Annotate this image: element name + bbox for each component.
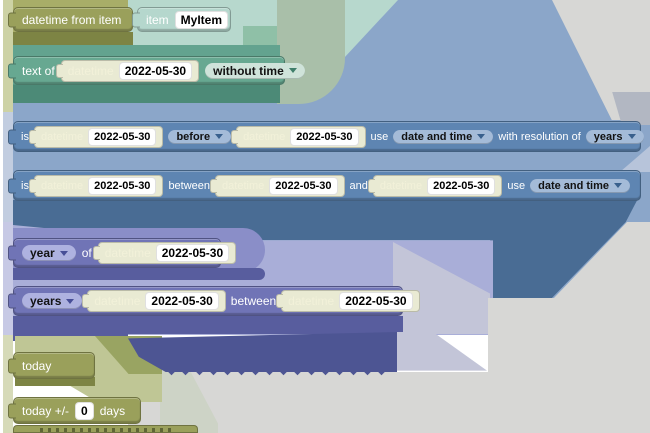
datetime-label: datetime — [222, 179, 265, 192]
dropdown-caret-icon — [477, 134, 486, 139]
dropdown-caret-icon — [215, 134, 224, 139]
datetime-subblock[interactable]: datetime 2022-05-30 — [215, 174, 345, 197]
bg-strip-blue — [3, 112, 13, 222]
bg-shape-lavender-small-wedge — [397, 332, 487, 371]
dropdown-without-time[interactable]: without time — [205, 62, 305, 79]
dropdown-caret-icon — [288, 68, 297, 73]
datetime-label: datetime — [288, 294, 335, 308]
dropdown-years[interactable]: years — [22, 293, 83, 309]
dropdown-date-and-time[interactable]: date and time — [393, 129, 494, 144]
between-label: between — [230, 294, 277, 308]
dropdown-caret-icon — [66, 298, 75, 304]
block-datetime-from-item[interactable]: datetime from item — [13, 7, 133, 32]
datetime-label: datetime — [379, 179, 423, 192]
block-label: today — [22, 358, 52, 373]
bg-shape-olive-shadow — [15, 377, 95, 386]
datetime-subblock[interactable]: datetime 2022-05-30 — [236, 125, 366, 148]
bg-shape-gray-rightcol — [488, 298, 650, 433]
bg-strip-olive — [3, 335, 13, 433]
dropdown-caret-icon — [59, 250, 68, 256]
dropdown-label: before — [176, 130, 211, 143]
date-field[interactable]: 2022-05-30 — [269, 176, 338, 195]
dropdown-before[interactable]: before — [168, 129, 232, 144]
date-field[interactable]: 2022-05-30 — [88, 176, 157, 195]
of-label: of — [81, 246, 92, 260]
between-label: between — [168, 179, 211, 192]
bg-strip-peri — [3, 222, 13, 335]
datetime-label: datetime — [243, 130, 286, 143]
clipped-text-tops — [40, 428, 172, 432]
datetime-label: datetime — [104, 246, 151, 260]
block-label: is — [21, 179, 29, 192]
datetime-subblock[interactable]: datetime 2022-05-30 — [33, 174, 164, 197]
resolution-label: with resolution of — [498, 130, 581, 143]
bg-shape-indigo-giant — [128, 332, 397, 372]
date-field[interactable]: 2022-05-30 — [145, 292, 219, 310]
date-field[interactable]: 2022-05-30 — [155, 244, 230, 262]
datetime-subblock[interactable]: datetime 2022-05-30 — [281, 290, 420, 312]
block-unit-of-datetime[interactable]: year of datetime 2022-05-30 — [13, 238, 237, 268]
bg-shape-peri-row6-shadow — [13, 316, 403, 334]
datetime-subblock[interactable]: datetime 2022-05-30 — [60, 59, 200, 82]
block-truncated-bottom[interactable] — [13, 425, 198, 433]
datetime-subblock[interactable]: datetime 2022-05-30 — [97, 242, 237, 264]
item-name-field[interactable]: MyItem — [174, 10, 229, 29]
datetime-label: datetime — [94, 294, 141, 308]
dropdown-caret-icon — [627, 134, 636, 139]
datetime-label: datetime — [67, 63, 114, 78]
datetime-label: datetime — [40, 179, 84, 192]
block-text-of[interactable]: text of datetime 2022-05-30 without time — [13, 56, 305, 85]
bg-shape-peri-row5-shadow — [13, 268, 265, 280]
block-today-offset[interactable]: today +/- 0 days — [13, 397, 141, 424]
item-label: item — [146, 12, 169, 27]
dropdown-year[interactable]: year — [22, 245, 76, 261]
block-label: datetime from item — [22, 12, 122, 27]
dropdown-caret-icon — [614, 183, 623, 188]
date-field[interactable]: 2022-05-30 — [427, 176, 496, 195]
block-units-between[interactable]: years datetime 2022-05-30 between dateti… — [13, 286, 420, 316]
datetime-subblock[interactable]: datetime 2022-05-30 — [87, 290, 226, 312]
date-field[interactable]: 2022-05-30 — [118, 61, 193, 80]
dropdown-label: without time — [213, 63, 284, 78]
datetime-label: datetime — [40, 130, 84, 143]
datetime-subblock[interactable]: datetime 2022-05-30 — [33, 125, 164, 148]
dropdown-years[interactable]: years — [585, 129, 644, 144]
block-item[interactable]: item MyItem — [137, 7, 231, 32]
bg-shape-olive-row1-shadow — [13, 32, 133, 45]
use-label: use — [507, 179, 526, 192]
dropdown-label: years — [593, 130, 623, 143]
bg-strip-khaki — [3, 0, 13, 112]
block-label: is — [21, 130, 29, 143]
and-label: and — [349, 179, 368, 192]
days-label: days — [99, 403, 126, 418]
bg-shape-indigo-letter-tops — [166, 369, 396, 381]
block-is-between[interactable]: is datetime 2022-05-30 between datetime … — [13, 170, 641, 201]
block-is-before[interactable]: is datetime 2022-05-30 before datetime 2… — [13, 121, 644, 152]
date-field[interactable]: 2022-05-30 — [339, 292, 413, 310]
dropdown-label: years — [30, 294, 62, 308]
days-offset-field[interactable]: 0 — [75, 401, 94, 420]
date-field[interactable]: 2022-05-30 — [88, 127, 157, 146]
dropdown-label: date and time — [538, 179, 610, 192]
dropdown-label: date and time — [401, 130, 473, 143]
dropdown-date-and-time[interactable]: date and time — [530, 178, 631, 193]
block-label: text of — [22, 63, 55, 78]
block-today[interactable]: today — [13, 352, 95, 379]
block-label: today +/- — [22, 403, 70, 418]
bg-shape-green-gray — [277, 0, 345, 104]
use-label: use — [370, 130, 389, 143]
datetime-subblock[interactable]: datetime 2022-05-30 — [372, 174, 503, 197]
dropdown-label: year — [30, 246, 55, 260]
date-field[interactable]: 2022-05-30 — [290, 127, 359, 146]
